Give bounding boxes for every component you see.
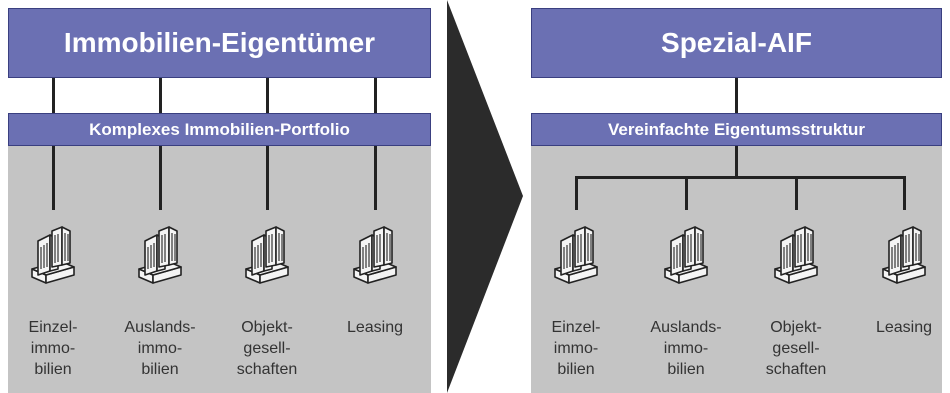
right-connector-bar bbox=[575, 176, 906, 179]
left-subtitle: Komplexes Immobilien-Portfolio bbox=[89, 119, 350, 139]
right-connector-bottom-1 bbox=[575, 176, 578, 210]
right-panel: Spezial-AIF Vereinfachte Eigentumsstrukt… bbox=[531, 0, 942, 393]
left-connector-bottom-4 bbox=[374, 146, 377, 210]
item-label: Objekt- gesell- schaften bbox=[765, 319, 827, 378]
arrow-shape bbox=[447, 0, 523, 393]
left-connector-bottom-3 bbox=[266, 146, 269, 210]
building-icon bbox=[28, 225, 78, 285]
right-connector-bottom-2 bbox=[685, 176, 688, 210]
building-icon bbox=[350, 225, 400, 285]
item-label: Auslands- immo- bilien bbox=[124, 319, 196, 378]
building-icon bbox=[771, 225, 821, 285]
right-subtitle: Vereinfachte Eigentumsstruktur bbox=[608, 119, 865, 139]
left-item-leasing: Leasing bbox=[325, 225, 425, 338]
left-item-einzelimmobilien: Einzel- immo- bilien bbox=[3, 225, 103, 380]
right-title-box: Spezial-AIF bbox=[531, 8, 942, 78]
left-panel: Immobilien-Eigentümer Komplexes Immobili… bbox=[8, 0, 431, 393]
item-label: Einzel- immo- bilien bbox=[551, 319, 601, 378]
left-connector-bottom-1 bbox=[52, 146, 55, 210]
right-portfolio-area bbox=[531, 145, 942, 393]
right-connector-bottom-3 bbox=[795, 176, 798, 210]
left-connector-top-2 bbox=[159, 78, 162, 113]
building-icon bbox=[661, 225, 711, 285]
right-item-objektgesellschaften: Objekt- gesell- schaften bbox=[746, 225, 846, 380]
left-connector-top-3 bbox=[266, 78, 269, 113]
transition-arrow bbox=[447, 0, 523, 393]
left-subtitle-box: Komplexes Immobilien-Portfolio bbox=[8, 113, 431, 146]
right-title: Spezial-AIF bbox=[661, 27, 812, 58]
item-label: Objekt- gesell- schaften bbox=[236, 319, 298, 378]
left-title: Immobilien-Eigentümer bbox=[63, 27, 376, 58]
right-item-auslandsimmobilien: Auslands- immo- bilien bbox=[636, 225, 736, 380]
right-item-einzelimmobilien: Einzel- immo- bilien bbox=[526, 225, 626, 380]
right-connector-stem bbox=[735, 146, 738, 178]
item-label: Leasing bbox=[875, 319, 933, 336]
building-icon bbox=[135, 225, 185, 285]
item-label: Auslands- immo- bilien bbox=[650, 319, 722, 378]
building-icon bbox=[242, 225, 292, 285]
right-subtitle-box: Vereinfachte Eigentumsstruktur bbox=[531, 113, 942, 146]
building-icon bbox=[551, 225, 601, 285]
left-item-objektgesellschaften: Objekt- gesell- schaften bbox=[217, 225, 317, 380]
left-connector-top-1 bbox=[52, 78, 55, 113]
left-connector-top-4 bbox=[374, 78, 377, 113]
building-icon bbox=[879, 225, 929, 285]
item-label: Leasing bbox=[346, 319, 404, 336]
left-connector-bottom-2 bbox=[159, 146, 162, 210]
right-item-leasing: Leasing bbox=[854, 225, 950, 338]
right-connector-top bbox=[735, 78, 738, 113]
left-item-auslandsimmobilien: Auslands- immo- bilien bbox=[110, 225, 210, 380]
right-connector-bottom-4 bbox=[903, 176, 906, 210]
item-label: Einzel- immo- bilien bbox=[28, 319, 78, 378]
left-title-box: Immobilien-Eigentümer bbox=[8, 8, 431, 78]
